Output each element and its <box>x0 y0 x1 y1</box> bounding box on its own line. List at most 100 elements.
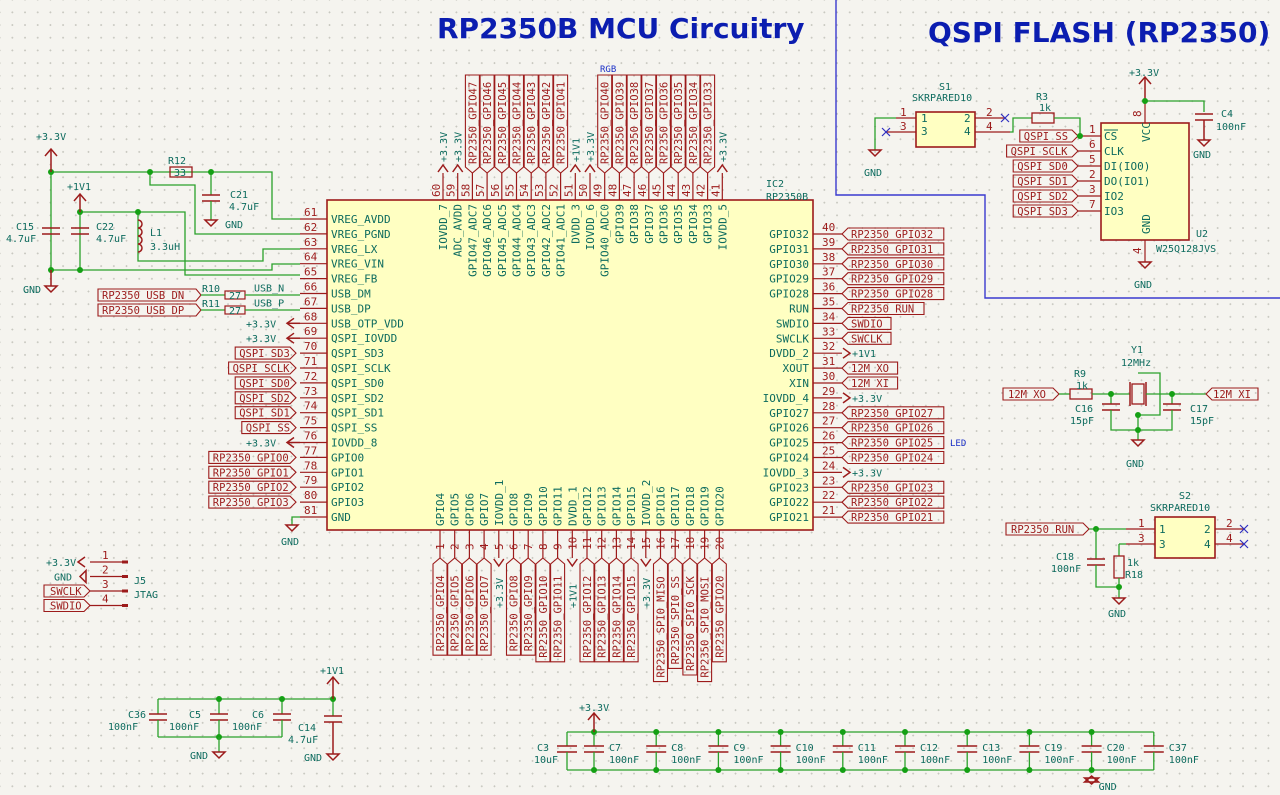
global-label[interactable]: RP2350_GPIO43 <box>526 82 538 164</box>
global-label[interactable]: SWCLK <box>851 333 883 345</box>
s2-body[interactable] <box>1154 516 1216 559</box>
global-label[interactable]: QSPI_SCLK <box>1011 146 1069 158</box>
global-label[interactable]: RP2350_RUN <box>851 304 914 316</box>
global-label[interactable]: RP2350_GPIO40 <box>600 82 612 164</box>
global-label[interactable]: RP2350_GPIO38 <box>629 82 641 164</box>
usb-dp-label[interactable]: RP2350_USB_DP <box>102 305 184 317</box>
global-label[interactable]: 12M_XO <box>851 363 889 375</box>
y1-value: 12MHz <box>1121 358 1151 369</box>
global-label[interactable]: SWDIO <box>50 601 82 613</box>
global-label[interactable]: 12M_XI <box>851 378 889 390</box>
global-label[interactable]: QSPI_SS <box>1024 131 1068 143</box>
gnd-c4: GND <box>1193 150 1211 161</box>
global-label[interactable]: QSPI_SD2 <box>1017 191 1068 203</box>
global-label[interactable]: RP2350_GPIO44 <box>512 82 524 164</box>
global-label[interactable]: RP2350_GPIO42 <box>541 82 553 164</box>
global-label[interactable]: RP2350_GPIO9 <box>523 575 535 651</box>
global-label[interactable]: RP2350_GPIO11 <box>553 576 565 658</box>
global-label[interactable]: RP2350_GPIO21 <box>851 512 933 524</box>
r9-value: 1k <box>1076 381 1088 392</box>
global-label[interactable]: RP2350_GPIO36 <box>659 82 671 164</box>
s2-pin1-num: 1 <box>1138 517 1145 530</box>
global-label[interactable]: RP2350_GPIO6 <box>464 575 476 651</box>
s1-pin4-num: 4 <box>986 120 993 133</box>
title-flash: QSPI FLASH (RP2350) <box>928 16 1270 49</box>
global-label[interactable]: SWDIO <box>851 318 883 330</box>
ic2-pin-num: 79 <box>304 474 317 487</box>
global-label[interactable]: RP2350_SPI0_SCK <box>685 575 697 671</box>
ic2-pin-name: GPIO4 <box>434 493 447 526</box>
global-label[interactable]: QSPI_SD0 <box>239 378 290 390</box>
global-label[interactable]: RP2350_GPIO31 <box>851 244 933 256</box>
global-label[interactable]: RP2350_GPIO45 <box>497 82 509 164</box>
ic2-pin-name: GPIO23 <box>769 481 809 494</box>
s1-body[interactable] <box>915 111 976 148</box>
global-label[interactable]: RP2350_GPIO14 <box>611 576 623 658</box>
global-label[interactable]: RP2350_GPIO27 <box>851 408 933 420</box>
c22-value: 4.7uF <box>96 234 126 245</box>
global-label[interactable]: RP2350_GPIO7 <box>479 575 491 651</box>
global-label[interactable]: RP2350_GPIO46 <box>482 82 494 164</box>
global-label[interactable]: RP2350_GPIO32 <box>851 229 933 241</box>
global-label[interactable]: RP2350_GPIO13 <box>597 576 609 658</box>
global-label[interactable]: RP2350_GPIO30 <box>851 259 933 271</box>
global-label[interactable]: RP2350_SPI0_MISO <box>656 576 668 677</box>
run-label[interactable]: RP2350_RUN <box>1011 524 1074 536</box>
global-label[interactable]: RP2350_GPIO39 <box>614 82 626 164</box>
ic2-body[interactable] <box>326 199 814 531</box>
global-label[interactable]: RP2350_GPIO34 <box>688 82 700 164</box>
ic2-pin-num: 29 <box>822 385 835 398</box>
global-label[interactable]: RP2350_GPIO12 <box>582 576 594 658</box>
decoupling-3v3: C310uFC7100nFC8100nFC9100nFC10100nFC1110… <box>534 703 1199 793</box>
usb-dn-label[interactable]: RP2350_USB_DN <box>102 290 184 302</box>
global-label[interactable]: QSPI_SD3 <box>1017 206 1068 218</box>
global-label[interactable]: RP2350_GPIO24 <box>851 453 933 465</box>
global-label[interactable]: QSPI_SD2 <box>239 393 290 405</box>
global-label[interactable]: RP2350_GPIO10 <box>538 576 550 658</box>
global-label[interactable]: RP2350_GPIO35 <box>673 82 685 164</box>
global-label[interactable]: RP2350_SPI0_SS <box>670 576 682 665</box>
global-label[interactable]: RP2350_GPIO37 <box>644 82 656 164</box>
global-label[interactable]: RP2350_GPIO47 <box>467 82 479 164</box>
global-label[interactable]: RP2350_GPIO0 <box>213 452 289 464</box>
global-label[interactable]: RP2350_GPIO5 <box>450 575 462 651</box>
global-label[interactable]: SWCLK <box>50 586 82 598</box>
gnd-u2: GND <box>1134 280 1152 291</box>
global-label[interactable]: RP2350_GPIO26 <box>851 423 933 435</box>
ic2-pin-num: 22 <box>822 489 835 502</box>
global-label[interactable]: RP2350_GPIO2 <box>213 482 289 494</box>
cap-ref: C13 <box>982 743 1000 754</box>
s1-pin3-num: 3 <box>900 120 907 133</box>
y1-ref: Y1 <box>1131 345 1143 356</box>
global-label[interactable]: QSPI_SD0 <box>1017 161 1068 173</box>
global-label[interactable]: QSPI_SCLK <box>233 363 291 375</box>
ic2-top-pins: 60IOVDD_7+3.3V59ADC_AVDD+3.3V58GPIO47_AD… <box>430 74 729 277</box>
c17-ref: C17 <box>1190 404 1208 415</box>
global-label[interactable]: RP2350_SPI0_MOSI <box>700 576 712 677</box>
global-label[interactable]: RP2350_GPIO29 <box>851 274 933 286</box>
global-label[interactable]: RP2350_GPIO1 <box>213 467 289 479</box>
global-label[interactable]: RP2350_GPIO41 <box>556 82 568 164</box>
global-label[interactable]: RP2350_GPIO33 <box>703 82 715 164</box>
rgb-note: RGB <box>600 65 616 75</box>
r11-value: 27 <box>229 306 241 317</box>
cap-value: 100nF <box>920 755 950 766</box>
global-label[interactable]: QSPI_SD1 <box>1017 176 1068 188</box>
global-label[interactable]: RP2350_GPIO8 <box>509 575 521 651</box>
global-label[interactable]: RP2350_GPIO22 <box>851 497 933 509</box>
global-label[interactable]: RP2350_GPIO4 <box>435 575 447 651</box>
global-label[interactable]: RP2350_GPIO3 <box>213 497 289 509</box>
global-label[interactable]: RP2350_GPIO23 <box>851 482 933 494</box>
xi-label[interactable]: 12M_XI <box>1213 389 1251 401</box>
global-label[interactable]: RP2350_GPIO20 <box>714 576 726 658</box>
global-label[interactable]: RP2350_GPIO28 <box>851 289 933 301</box>
global-label[interactable]: QSPI_SD1 <box>239 408 290 420</box>
ic2-pin-num: 37 <box>822 266 835 279</box>
global-label[interactable]: QSPI_SS <box>246 423 290 435</box>
global-label[interactable]: QSPI_SD3 <box>239 348 290 360</box>
global-label[interactable]: RP2350_GPIO15 <box>626 576 638 658</box>
xo-label[interactable]: 12M_XO <box>1008 389 1046 401</box>
ic2-pin-num: 80 <box>304 489 317 502</box>
global-label[interactable]: RP2350_GPIO25 <box>851 438 933 450</box>
